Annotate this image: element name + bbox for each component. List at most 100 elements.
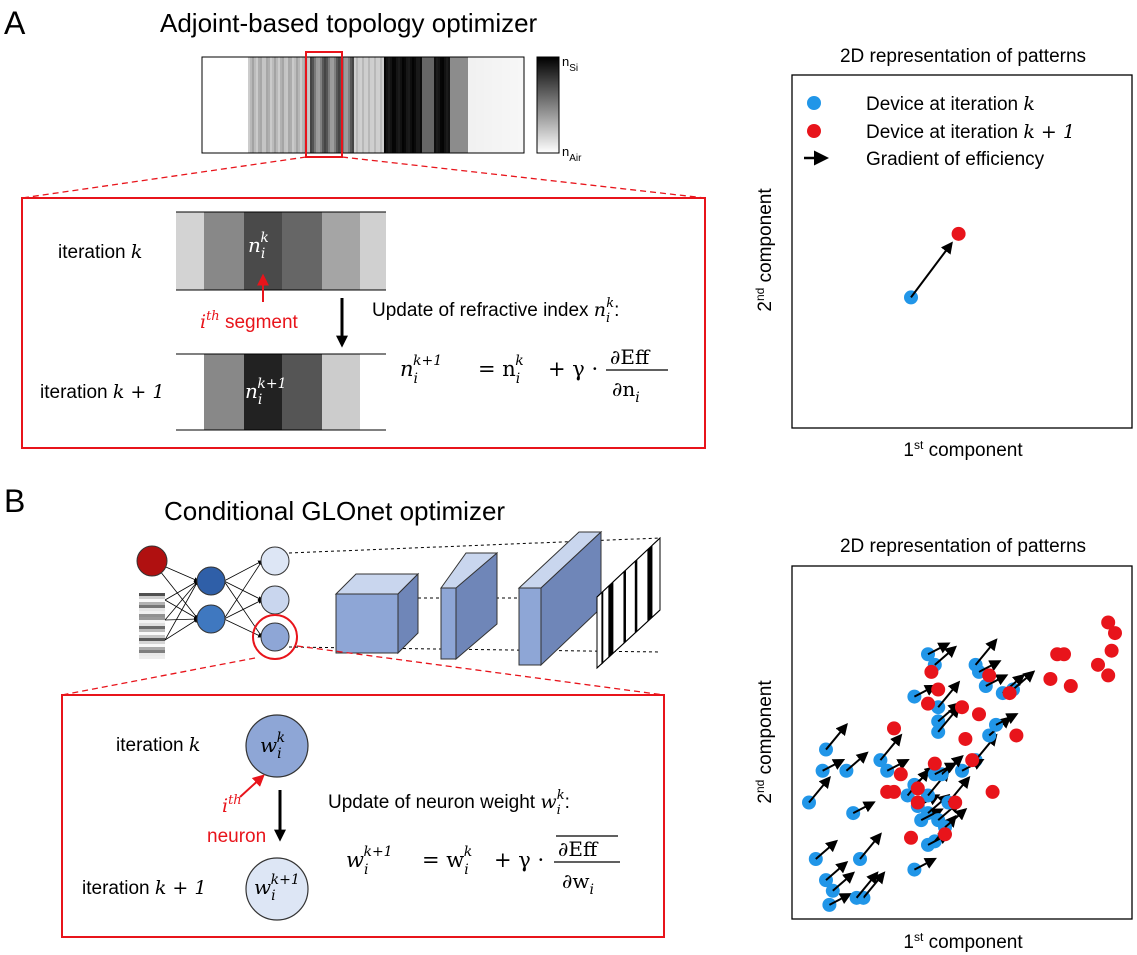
neuron-k-circle (245, 714, 309, 778)
equation-a: nik+1 = nik + γ · ∂Eff ∂ni (400, 345, 668, 406)
point-iteration-k1 (1063, 679, 1078, 694)
output-neuron-2 (260, 585, 290, 615)
point-iteration-k1 (955, 700, 969, 715)
point-iteration-k1 (893, 767, 908, 782)
legend-k1-label: Device at iteration k + 1 (866, 121, 1075, 143)
gradient-arrow (859, 832, 882, 860)
point-iteration-k1 (931, 682, 946, 697)
gradient-arrow (920, 808, 944, 822)
gradient-arrow (828, 893, 852, 906)
iteration-k-label-b: iteration k (116, 734, 200, 756)
point-iteration-k1 (887, 721, 901, 736)
iteration-k1-label-a: iteration k + 1 (40, 381, 164, 403)
point-iteration-k1 (910, 781, 925, 796)
plot-a-ylabel: 2nd component (753, 188, 776, 312)
legend-k-label: Device at iteration k (866, 93, 1035, 115)
gradient-arrow (855, 871, 879, 899)
generated-pattern (596, 536, 661, 670)
point-iteration-k1 (948, 795, 963, 810)
output-neuron-1 (260, 546, 290, 576)
gradient-arrow (825, 860, 849, 881)
plot-b-xlabel: 1st component (903, 930, 1023, 953)
point-iteration-k1 (904, 830, 918, 845)
point-iteration-k1 (924, 664, 939, 679)
neuron-k1-circle (245, 857, 309, 921)
equation-b-lhs: wik+1 (346, 844, 393, 878)
equation-a-denominator: ∂ni (612, 377, 640, 406)
gradient-arrow (934, 645, 958, 666)
zoom-line-left-b (61, 657, 256, 696)
plot-a-xlabel: 1st component (903, 438, 1023, 461)
point-iteration-k1 (938, 827, 952, 842)
iteration-k1-label-b: iteration k + 1 (82, 877, 206, 899)
gradient-arrow (934, 762, 958, 776)
point-iteration-k1 (1043, 671, 1058, 686)
input-neuron-condition (136, 545, 168, 577)
segment-strip-k (176, 211, 386, 291)
point-iteration-k1 (965, 753, 980, 768)
gradient-arrow (913, 684, 937, 698)
point-iteration-k1 (910, 795, 925, 810)
cell-k-label-a: nik (248, 230, 269, 262)
gradient-arrow (832, 871, 856, 892)
iteration-k-label-a: iteration k (58, 241, 142, 263)
gradient-arrow (845, 751, 869, 772)
gradient-arrow (937, 680, 961, 708)
gradient-arrow (879, 733, 903, 761)
gradient-arrow (944, 807, 968, 828)
point-iteration-k1 (1091, 657, 1105, 672)
point-iteration-k1 (972, 707, 986, 722)
neuron-label-word: neuron (207, 826, 266, 847)
neuron-pointer-arrow (239, 774, 265, 798)
gradient-arrow (822, 759, 846, 772)
point-iteration-k1 (1101, 668, 1116, 683)
zoom-box-a (21, 197, 706, 449)
point-iteration-k1 (958, 731, 973, 746)
gradient-arrow (825, 722, 848, 751)
panel-b-letter: B (4, 483, 25, 519)
plot-b-points (802, 615, 1122, 912)
highlight-neuron-circle (252, 614, 298, 660)
device-pattern-a (201, 56, 525, 154)
neuron-k-label: wik (260, 730, 285, 762)
gradient-arrow (815, 839, 839, 860)
equation-b-denominator: ∂wi (562, 869, 594, 898)
point-iteration-k1 (1057, 647, 1071, 662)
point-iteration-k1 (921, 696, 935, 711)
input-noise-pattern (139, 593, 165, 659)
plot-a-legend: Device at iteration k Device at iteratio… (804, 93, 1075, 170)
gradient-arrow (927, 642, 951, 656)
colorbar: nSi nAir (536, 54, 582, 164)
gradient-arrow (886, 759, 910, 772)
deconv-block-3 (517, 530, 603, 667)
gradient-arrow (974, 638, 998, 666)
plot-a-title: 2D representation of patterns (840, 46, 1086, 67)
gradient-arrow (862, 871, 886, 899)
point-iteration-k1 (887, 784, 901, 799)
equation-a-rhs: = nik (478, 353, 524, 387)
output-neuron-3 (260, 622, 290, 652)
zoom-line-right-b (296, 645, 665, 696)
segment-strip-k1 (176, 353, 386, 431)
point-iteration-k1 (982, 668, 997, 683)
gradient-arrow (910, 241, 953, 298)
point-iteration-k1 (1101, 615, 1116, 630)
gradient-arrow (852, 801, 876, 814)
colorbar-top-label: nSi (562, 54, 578, 74)
equation-b-numerator: ∂Eff (558, 837, 599, 861)
gradient-arrow (913, 857, 937, 871)
deconv-block-2 (440, 551, 498, 661)
plot-b-ylabel: 2nd component (753, 680, 776, 804)
update-text-b: Update of neuron weight wik: (328, 788, 570, 818)
neuron-k1-label: wik+1 (254, 872, 300, 904)
equation-a-lhs: nik+1 (400, 353, 442, 387)
point-iteration-k1 (927, 756, 942, 771)
legend-k1-marker (807, 124, 821, 138)
highlight-segment-box (305, 51, 343, 158)
neuron-label-i: ith (222, 793, 242, 817)
point-iteration-k1 (1009, 728, 1024, 743)
equation-a-numerator: ∂Eff (610, 345, 651, 369)
point-iteration-k1 (951, 226, 966, 241)
equation-a-plus: + γ · (548, 357, 598, 381)
